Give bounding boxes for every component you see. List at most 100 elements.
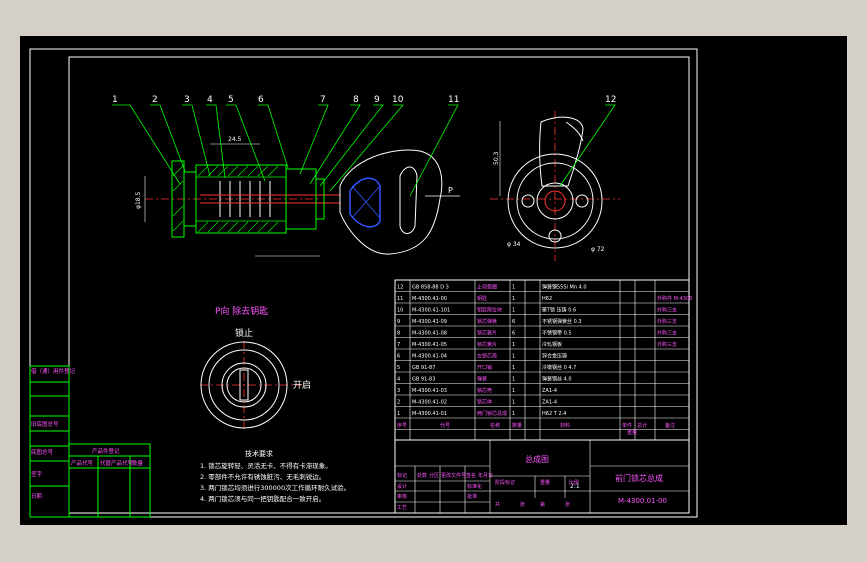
small-header-1: 产品代号 [71,459,94,467]
bom-cell: 锁芯簧片 [477,341,497,348]
bom-cell: 1 [512,354,515,360]
bom-header-cell: 单件 [622,422,632,429]
bom-cell: M-4300.41-05 [412,342,447,348]
bom-header-cell: 总计 [637,422,647,429]
bom-cell: M-4300.41-03 [412,388,447,394]
cad-drawing: P 24.5 φ18.5 50.3 φ 34 φ 72 1 2 [29,48,698,518]
title-block [394,439,690,514]
part-name: 前门锁芯总成 [615,473,663,483]
bom-header-cell: 材料 [560,422,570,429]
small-header-2: 代替产品代号 [100,459,134,467]
bom-cell: GB 858-88 D 3 [412,285,449,291]
bom-cell: 弹簧钢丝 4.0 [542,376,572,383]
dim-diameter-left: φ18.5 [135,192,142,210]
bom-cell: 不锈钢弹簧丝 0.3 [542,318,582,325]
bom-header-cell: 名称 [490,422,500,429]
bom-cell: 钥匙 [477,295,487,302]
sheet-3: 第 [540,501,545,508]
bom-cell: 冷镦钢丝 0 4.7 [542,364,576,371]
tech-req-item-4: 4. 两门锁芯须与同一把钥匙配合一致开启。 [200,494,325,503]
mark-4: 更改文件号 [441,472,466,479]
bom-cell: M-4300.41-09 [412,319,447,325]
p-view-title: P向 除去钥匙 [215,305,268,317]
scale-value: 2:1 [570,483,580,490]
stage-label: 阶段标记 [495,479,515,486]
bom-cell: M-4300.41-04 [412,354,447,360]
mark-6: 年月日 [478,472,493,479]
mark-3: 分区 [429,472,439,479]
bom-cell: 2 [397,400,400,406]
bom-cell: 左锁芯壳 [477,353,497,360]
open-label: 开启 [293,379,311,391]
drawing-code: M-4300.01-00 [618,497,667,505]
dim-phi72: φ 72 [591,246,605,253]
tech-req-item-3: 3. 两门锁芯均须进行300000次工作循环耐久试验。 [200,483,350,492]
bom-cell: 5 [397,365,400,371]
balloon-4: 4 [207,95,213,105]
balloon-12: 12 [605,95,616,105]
balloon-11: 11 [448,95,459,105]
bom-cell: 1 [512,377,515,383]
bom-cell: 10 [397,308,403,314]
bom-cell: 钥匙限位块 [477,307,502,314]
bom-header-weight: 重量 [627,429,637,436]
bom-cell: 8 [397,331,400,337]
mark-1: 标记 [397,472,407,479]
dim-width: 24.5 [228,136,242,143]
mark-5: 签名 [466,472,476,479]
small-header-3: 数量 [132,459,144,467]
balloon-8: 8 [353,95,359,105]
bom-cell: 9 [397,319,400,325]
bom-cell: 4 [397,377,400,383]
bom-cell: GB 91-87 [412,365,435,371]
left-row-2: 旧底图总号 [31,420,59,428]
sheet-2: 张 [520,501,525,508]
bom-cell: H62 [542,296,552,302]
bom-cell: 冷轧钢板 [542,341,562,348]
bom-cell: 开口销 [477,364,492,371]
side-view [490,111,620,261]
left-row-3: 底图总号 [31,448,54,456]
small-block-title: 产品件登记 [92,447,120,455]
bom-cell: M-4300.41-02 [412,400,447,406]
tech-req-list: 1. 锁芯旋转轻、灵活无卡、不得有卡滞现象。 2. 零部件不允许有锈蚀脏污、无毛… [200,461,350,503]
bom-cell: 锁芯体 [477,399,492,406]
bom-cell: 1 [397,411,400,417]
section-view [144,143,340,257]
bom-cell: 1 [512,411,515,417]
tech-req-item-1: 1. 锁芯旋转轻、灵活无卡、不得有卡滞现象。 [200,461,332,470]
bom-cell: 外购件 M-4300 [657,295,692,302]
balloon-5: 5 [228,95,234,105]
left-side-block [29,365,151,518]
bom-cell: 止动垫圈 [477,284,497,291]
bom-cell: 锁芯簧片 [477,330,497,337]
title-block-text: 总成图 前门锁芯总成 M-4300.01-00 2:1 标记 处数 分区 更改文… [397,454,667,511]
p-arrow-label: P [448,186,453,195]
bom-cell: M-4300.41-08 [412,331,447,337]
bom-cell: 7 [397,342,400,348]
balloon-3: 3 [184,95,190,105]
bom-cell: 聚T锁 压铸 0.6 [542,307,576,314]
balloon-1: 1 [112,95,118,105]
bom-cell: M-4300.41-101 [412,308,450,314]
left-row-4: 签字 [31,470,43,478]
bom-cell: 6 [512,319,515,325]
bom-cell: 6 [512,331,515,337]
bom-cell: 3 [397,388,400,394]
bom-cell: 1 [512,388,515,394]
bom-cell: 锁芯弹簧 [477,318,497,325]
balloon-10: 10 [392,95,404,105]
bom-header-cell: 代号 [440,422,450,429]
outer-frame [29,48,698,518]
bom-cell: M-4300.41-00 [412,296,447,302]
bom-cell: 11 [397,296,403,302]
key-head [339,149,443,255]
inner-frame [68,56,690,514]
tech-req-item-2: 2. 零部件不允许有锈蚀脏污、无毛刺锐边。 [200,472,325,481]
sheet-1: 共 [495,501,500,508]
dim-phi34: φ 34 [507,241,521,248]
bom-cell: 1 [512,365,515,371]
cad-viewport[interactable]: P 24.5 φ18.5 50.3 φ 34 φ 72 1 2 [20,36,847,525]
bom-cell: 两门锁芯总成 [477,410,507,417]
